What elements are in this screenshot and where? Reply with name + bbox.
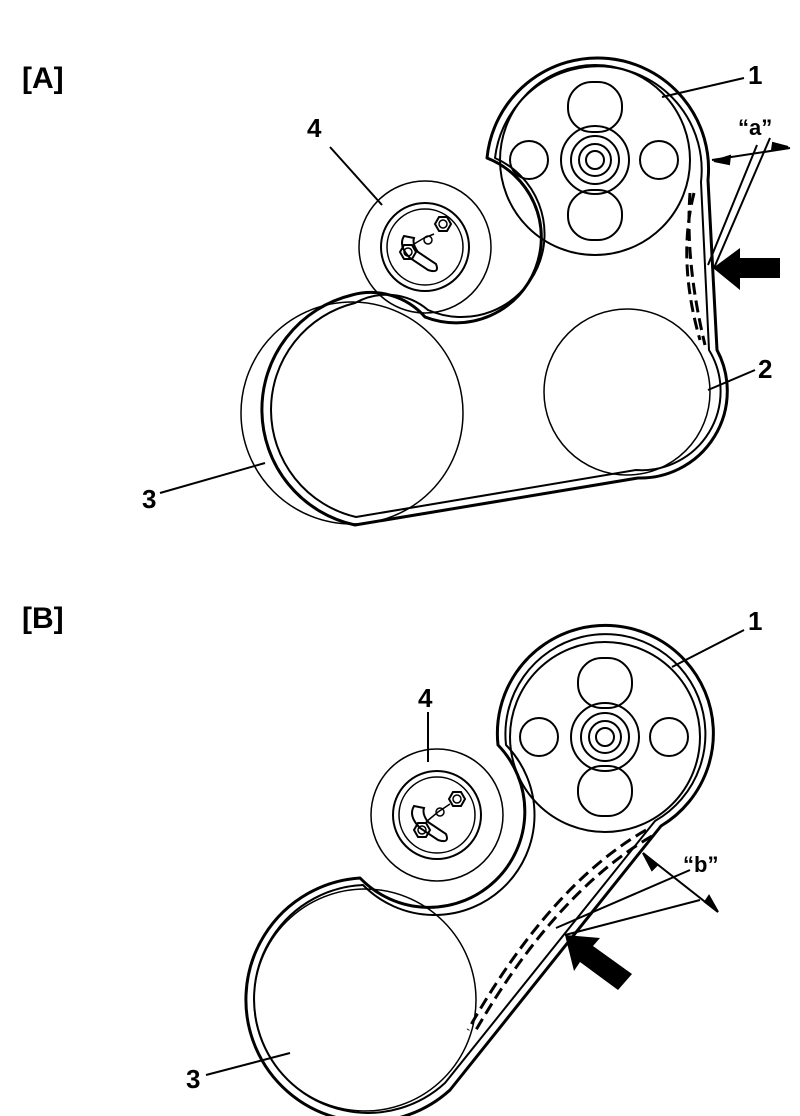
pulley-2-a xyxy=(543,308,711,476)
callout-4-a: 4 xyxy=(307,113,322,143)
hex-bolt-icon xyxy=(433,216,453,232)
callout-3-b: 3 xyxy=(186,1064,200,1094)
pulley-3-b xyxy=(253,888,477,1112)
panel-a-label: [A] xyxy=(22,62,64,95)
pulley-4-b xyxy=(370,748,504,882)
pulley-1-b xyxy=(509,641,701,833)
panel-b-label: [B] xyxy=(22,602,64,635)
push-arrow-icon xyxy=(713,248,780,290)
panel-a: [A] xyxy=(22,56,791,527)
push-arrow-icon xyxy=(565,935,632,990)
pulley-1-a xyxy=(499,64,691,256)
panel-b: [B] xyxy=(22,602,762,1116)
deflection-label-b: “b” xyxy=(683,852,718,877)
pulley-3-a xyxy=(240,301,464,525)
belt-a xyxy=(260,56,729,527)
callout-4-b: 4 xyxy=(418,683,433,713)
callout-1-b: 1 xyxy=(748,606,762,636)
deflection-label-a: “a” xyxy=(738,115,772,140)
callouts-a xyxy=(159,77,756,494)
hex-bolt-icon xyxy=(447,791,467,807)
callouts-b xyxy=(205,629,745,1076)
pulley-4-a xyxy=(358,180,492,314)
deflected-belt-b xyxy=(466,828,653,1031)
callout-3-a: 3 xyxy=(142,484,156,514)
deflected-belt-a xyxy=(685,192,707,346)
dimension-b xyxy=(555,852,719,936)
dimension-a xyxy=(707,137,791,269)
belt-b xyxy=(244,623,715,1116)
callout-1-a: 1 xyxy=(748,60,762,90)
callout-2-a: 2 xyxy=(758,354,772,384)
hex-bolt-icon xyxy=(398,244,418,260)
hex-bolt-icon xyxy=(412,822,432,838)
